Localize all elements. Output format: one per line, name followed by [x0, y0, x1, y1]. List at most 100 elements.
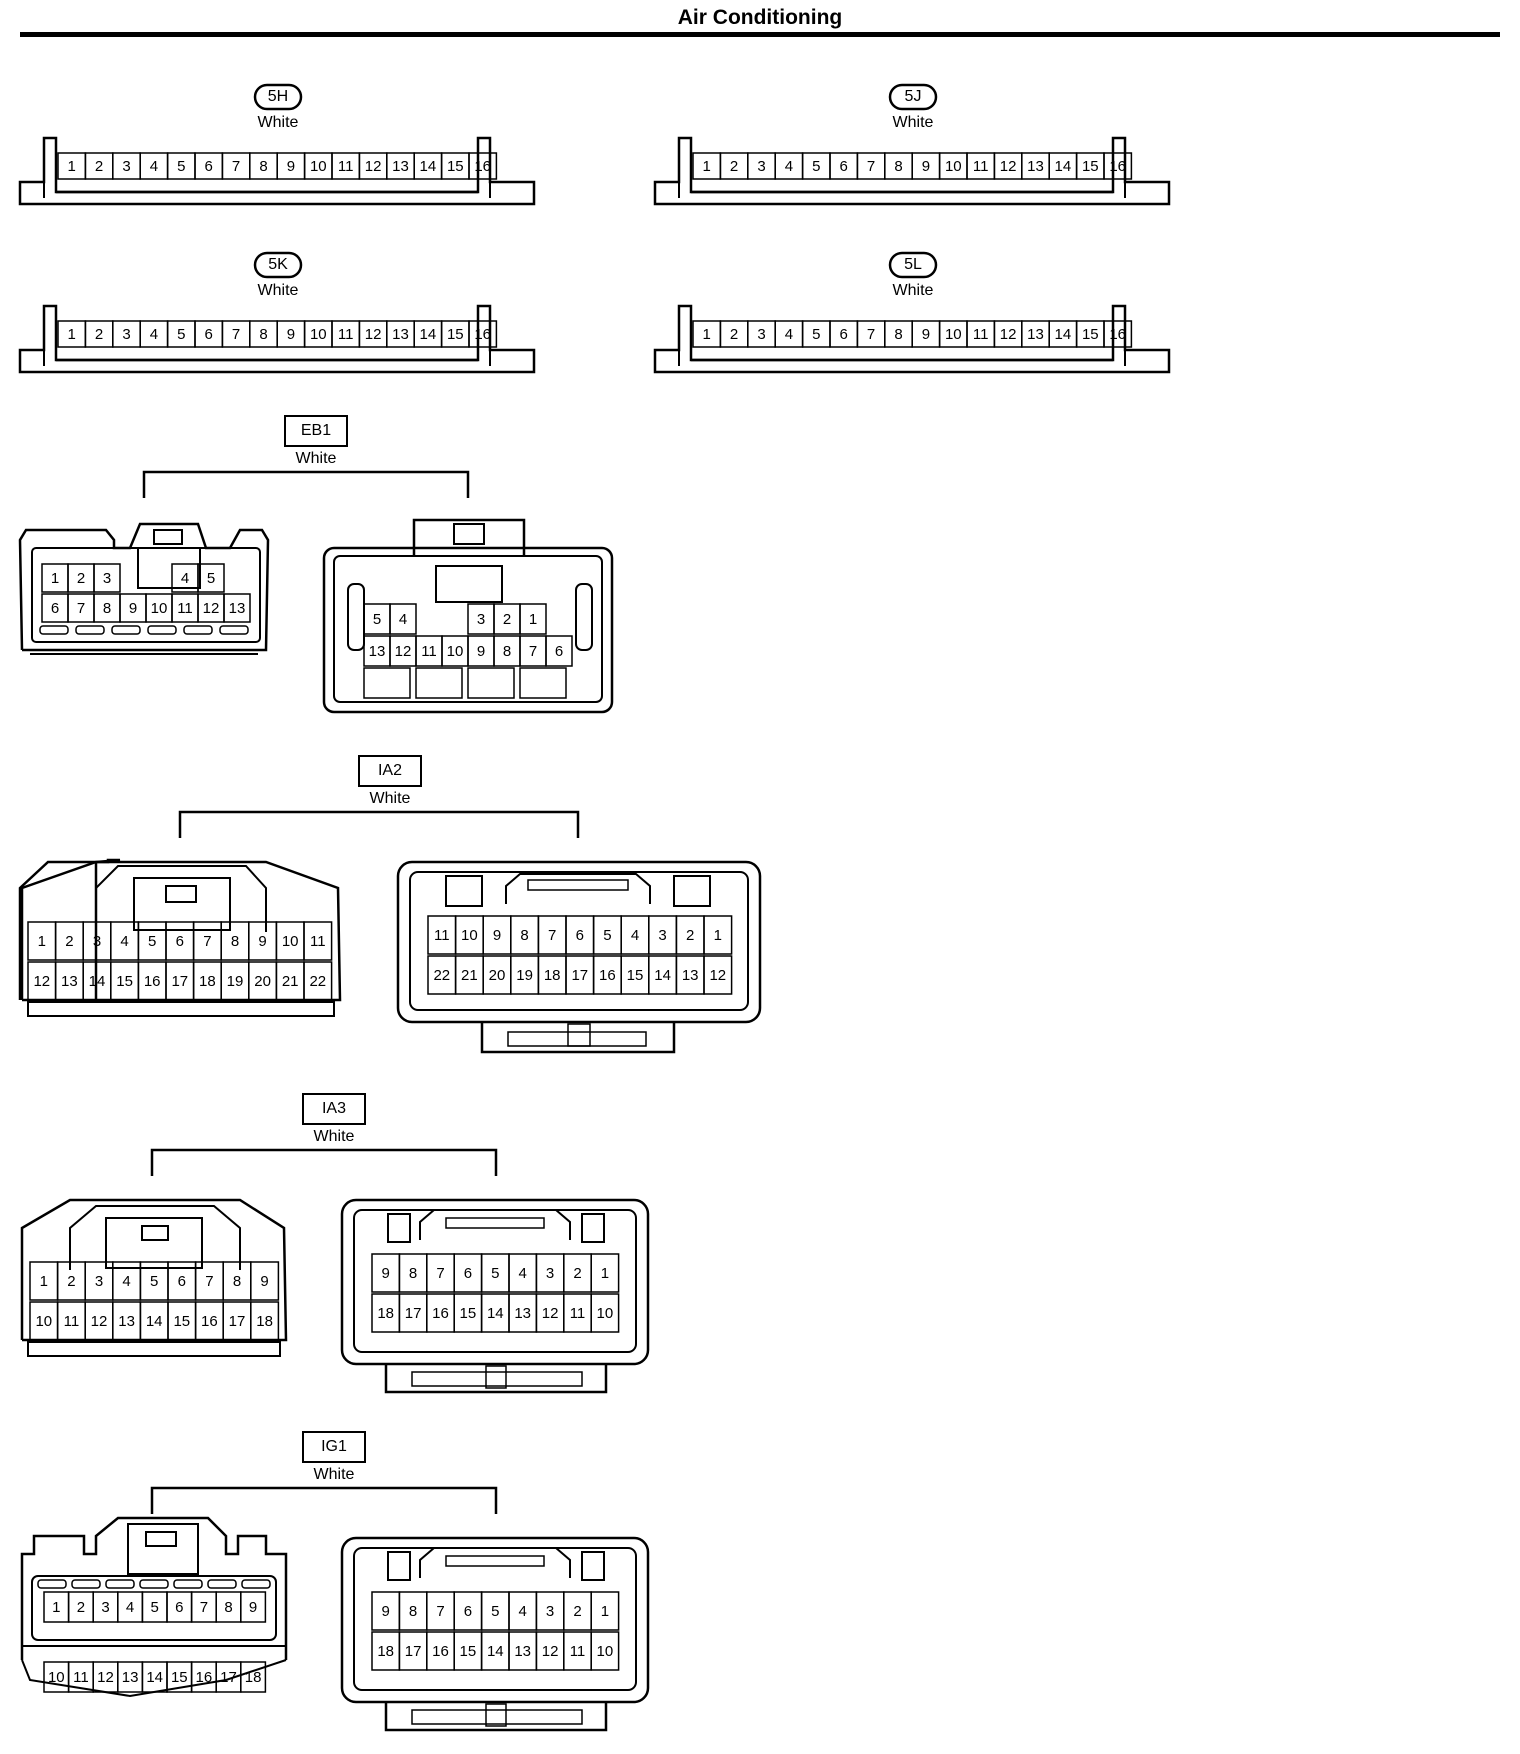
- latch: [127, 1523, 199, 1575]
- pin-label: 15: [460, 1305, 477, 1322]
- pin-label: 9: [287, 326, 295, 343]
- pin-label: 4: [519, 1603, 527, 1620]
- latch-tab: [145, 1531, 177, 1547]
- pin-label: 17: [220, 1669, 237, 1686]
- pin-label: 6: [205, 326, 213, 343]
- connector-id-box: [302, 1431, 366, 1463]
- connector-id-badge: [253, 251, 303, 279]
- pin-label: 15: [1082, 158, 1099, 175]
- cavity: [333, 555, 603, 703]
- connector-id: 5K: [268, 256, 288, 273]
- pin-label: 16: [599, 967, 616, 984]
- connector-color: White: [296, 450, 337, 467]
- pin-label: 11: [434, 927, 450, 944]
- pin-label: 5: [491, 1265, 499, 1282]
- pin-label: 16: [201, 1313, 218, 1330]
- pin-label: 2: [573, 1603, 581, 1620]
- pin-label: 14: [146, 1313, 163, 1330]
- guide-block: [581, 1551, 605, 1581]
- pin-label: 1: [52, 1599, 60, 1616]
- pin-label: 1: [714, 927, 722, 944]
- pin-label: 8: [233, 1273, 241, 1290]
- pin-label: 7: [205, 1273, 213, 1290]
- connector-color: White: [893, 114, 934, 131]
- pin-label: 10: [282, 933, 299, 950]
- pin-label: 5: [812, 326, 820, 343]
- pin-label: 2: [95, 326, 103, 343]
- pin-label: 1: [529, 611, 537, 628]
- pin-label: 11: [73, 1669, 89, 1686]
- pin-label: 5: [603, 927, 611, 944]
- pin-label: 13: [369, 643, 386, 660]
- pin-label: 6: [840, 158, 848, 175]
- housing-outline: [20, 1198, 288, 1342]
- housing-outline: [412, 518, 526, 556]
- pin-label: 8: [259, 158, 267, 175]
- pin-label: 21: [282, 973, 299, 990]
- pin-cell: [240, 1591, 267, 1623]
- pin-label: 4: [150, 326, 158, 343]
- pin-label: 8: [409, 1603, 417, 1620]
- connector-id: 5L: [904, 256, 922, 273]
- pin-label: 9: [258, 933, 266, 950]
- pin-cell: [590, 1631, 620, 1671]
- pin-label: 7: [867, 158, 875, 175]
- pin-cell: [468, 320, 498, 348]
- pin-label: 16: [474, 158, 491, 175]
- housing-outline: [18, 304, 536, 374]
- pin-label: 5: [151, 1599, 159, 1616]
- pin-label: 12: [203, 600, 220, 617]
- pin-label: 11: [310, 933, 326, 950]
- pin-label: 5: [148, 933, 156, 950]
- lock-slot: [363, 667, 411, 699]
- pin-label: 13: [118, 1313, 135, 1330]
- pin-label: 6: [175, 1599, 183, 1616]
- connector-id: 5J: [905, 88, 922, 105]
- pin-label: 16: [144, 973, 161, 990]
- latch-tab: [485, 1365, 507, 1389]
- pin-cell: [703, 955, 733, 995]
- pin-cell: [545, 635, 573, 667]
- pin-label: 3: [658, 927, 666, 944]
- housing-outline: [505, 873, 651, 904]
- pin-label: 17: [571, 967, 588, 984]
- pin-label: 2: [65, 933, 73, 950]
- title-rule: [20, 32, 1500, 37]
- pin-label: 7: [529, 643, 537, 660]
- connector-id: 5H: [268, 88, 288, 105]
- pin-label: 8: [409, 1265, 417, 1282]
- pin-label: 7: [203, 933, 211, 950]
- pin-label: 14: [487, 1643, 504, 1660]
- pin-label: 9: [922, 158, 930, 175]
- housing-outline: [419, 1209, 571, 1240]
- pin-label: 10: [945, 326, 962, 343]
- pin-label: 8: [231, 933, 239, 950]
- housing-outline: [480, 1022, 676, 1054]
- pin-label: 6: [176, 933, 184, 950]
- pin-label: 15: [447, 326, 464, 343]
- pin-label: 4: [785, 326, 793, 343]
- pin-label: 6: [464, 1603, 472, 1620]
- pin-label: 10: [35, 1313, 52, 1330]
- pin-label: 20: [254, 973, 271, 990]
- pin-label: 7: [77, 600, 85, 617]
- lock-slot: [39, 625, 69, 635]
- pin-label: 3: [93, 933, 101, 950]
- pin-label: 13: [392, 158, 409, 175]
- pin-cell: [223, 593, 251, 623]
- pin-label: 4: [150, 158, 158, 175]
- latch: [435, 565, 503, 603]
- pin-cell: [197, 563, 225, 593]
- pin-label: 22: [433, 967, 450, 984]
- pin-label: 3: [122, 326, 130, 343]
- latch-tab: [165, 885, 197, 903]
- pin-label: 8: [503, 643, 511, 660]
- housing-outline: [18, 522, 270, 652]
- pin-label: 9: [287, 158, 295, 175]
- pin-label: 19: [516, 967, 533, 984]
- pin-label: 12: [97, 1669, 114, 1686]
- pin-label: 3: [95, 1273, 103, 1290]
- pin-label: 11: [973, 158, 989, 175]
